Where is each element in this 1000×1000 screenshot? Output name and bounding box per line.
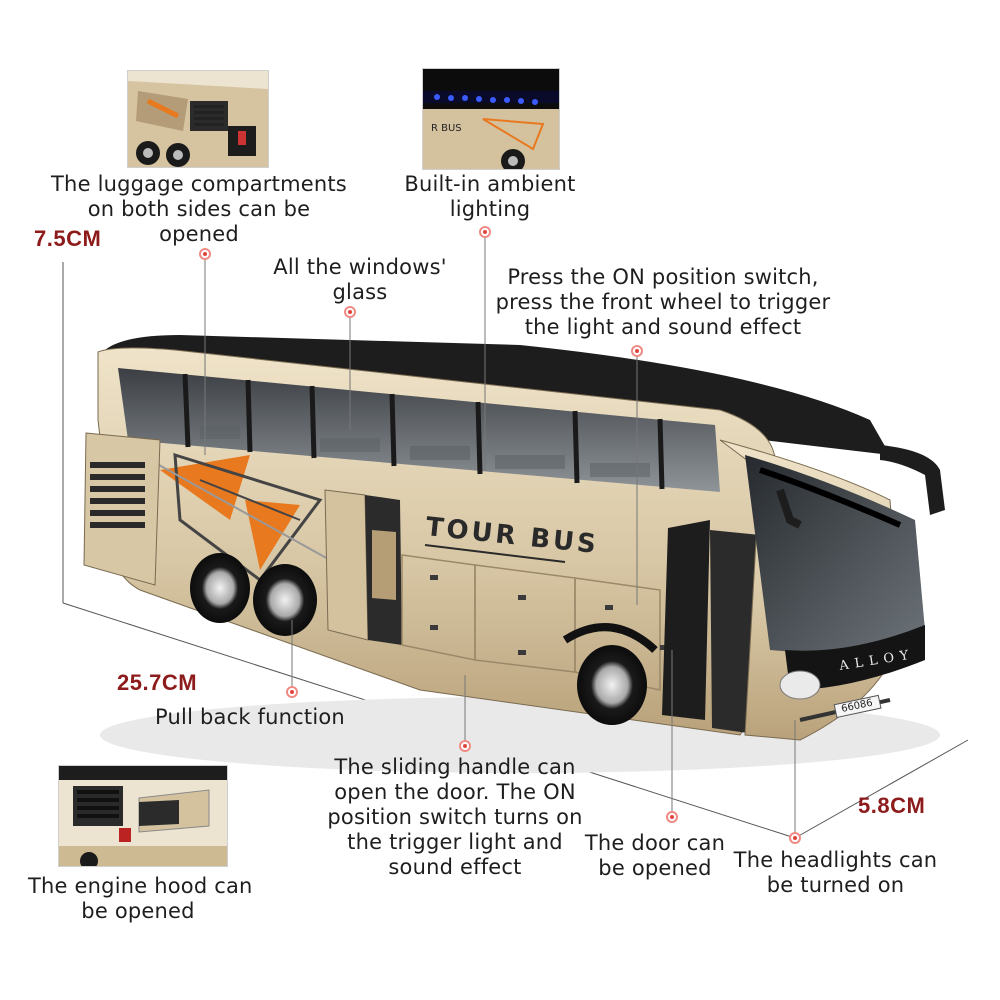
side-decoration xyxy=(149,452,331,583)
callout-engine: The engine hood can be opened xyxy=(28,874,253,923)
dot-ambient xyxy=(479,226,491,238)
svg-text:R BUS: R BUS xyxy=(431,123,462,134)
dot-headlights xyxy=(789,832,801,844)
callout-luggage: The luggage compartments on both sides c… xyxy=(51,172,347,246)
callout-door: The door can be opened xyxy=(584,831,726,880)
inset-ambient-photo: R BUS xyxy=(422,68,560,170)
dot-pullback xyxy=(286,686,298,698)
callout-pullback: Pull back function xyxy=(155,705,345,729)
length-dimension: 25.7CM xyxy=(117,670,198,695)
mirror xyxy=(880,445,945,515)
callout-connectors xyxy=(204,232,796,838)
callout-switch: Press the ON position switch, press the … xyxy=(495,265,831,339)
headlight xyxy=(779,670,821,700)
inset-luggage-photo xyxy=(127,70,269,168)
dot-switch xyxy=(631,345,643,357)
dot-door xyxy=(666,811,678,823)
width-dimension: 5.8CM xyxy=(858,793,926,818)
open-luggage-door xyxy=(83,432,161,586)
callout-ambient: Built-in ambient lighting xyxy=(404,172,576,221)
bus-body xyxy=(83,335,945,741)
height-dimension: 7.5CM xyxy=(34,226,102,251)
dot-luggage xyxy=(199,248,211,260)
dot-sliding xyxy=(459,740,471,752)
callout-windows: All the windows' glass xyxy=(273,255,447,304)
dot-windows xyxy=(344,306,356,318)
callout-sliding: The sliding handle can open the door. Th… xyxy=(327,755,583,879)
wheels xyxy=(190,553,658,725)
callout-headlights: The headlights can be turned on xyxy=(733,848,938,897)
front-door xyxy=(662,520,710,720)
inset-engine-photo xyxy=(58,765,228,867)
